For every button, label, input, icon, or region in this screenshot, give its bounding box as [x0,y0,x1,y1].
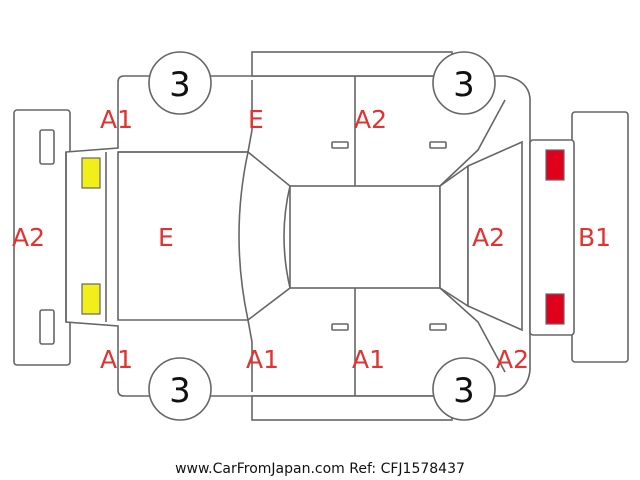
roof [289,185,441,289]
rear-window [439,164,469,308]
rear-bumper [529,111,629,363]
bottom-doors [251,288,453,421]
rear-light-right [545,293,565,325]
label-hood: E [158,223,174,252]
label-rear-hatch: A2 [472,223,505,252]
wheel-rear-left: 3 [432,51,496,115]
label-fender-front-bottom: A1 [100,345,133,374]
label-front-bumper: A2 [12,223,45,252]
rear-light-left [545,149,565,181]
front-light-left [81,157,101,189]
footer-reference: www.CarFromJapan.com Ref: CFJ1578437 [175,461,465,477]
wheel-front-right: 3 [148,357,212,421]
wheel-front-right-grade: 3 [169,371,191,411]
wheel-rear-right: 3 [432,357,496,421]
wheel-front-left-grade: 3 [169,65,191,105]
label-door-front-bottom: A1 [246,345,279,374]
label-rear-bumper: B1 [578,223,611,252]
label-door-front-top: E [248,105,264,134]
label-door-rear-bottom: A1 [352,345,385,374]
wheel-rear-left-grade: 3 [453,65,475,105]
wheel-front-left: 3 [148,51,212,115]
label-quarter-rear-bottom: A2 [496,345,529,374]
front-light-right [81,283,101,315]
wheel-rear-right-grade: 3 [453,371,475,411]
label-fender-front-top: A1 [100,105,133,134]
label-door-rear-top: A2 [354,105,387,134]
rear-hatch [467,140,523,332]
windshield [238,150,291,322]
